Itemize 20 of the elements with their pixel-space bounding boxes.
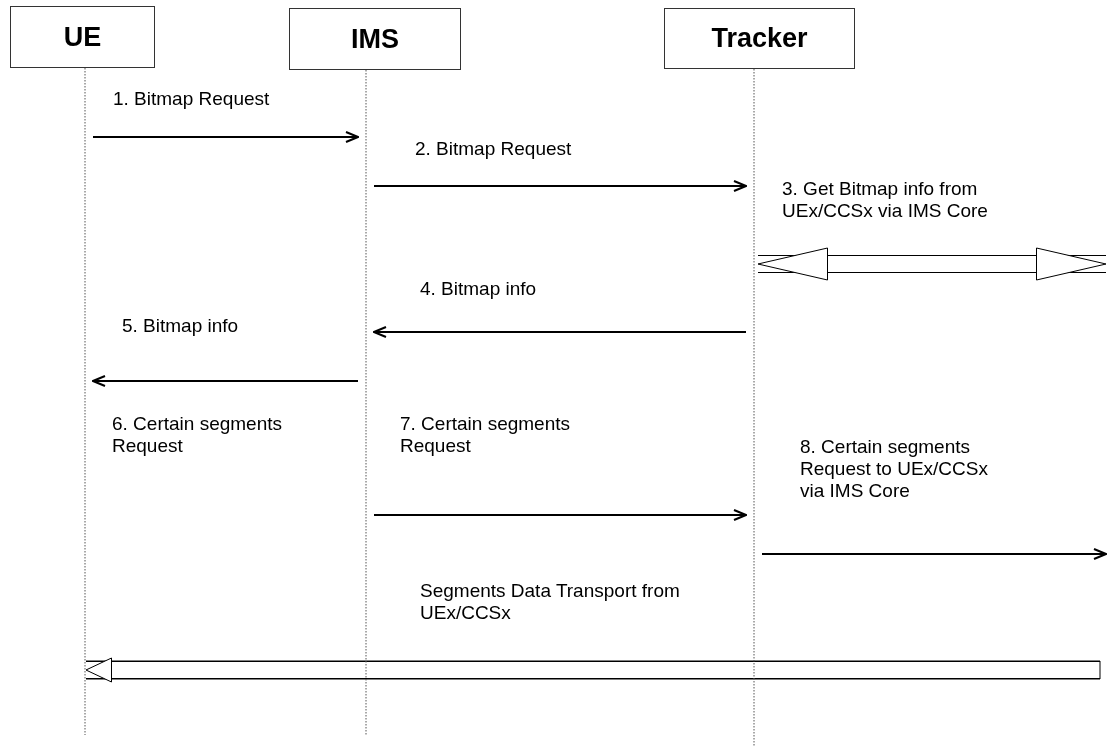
participant-name: UE: [63, 21, 102, 53]
message-label: 3. Get Bitmap info from UEx/CCSx via IMS Core: [782, 178, 989, 222]
message-label: 4. Bitmap info: [420, 278, 538, 300]
message-label: 6. Certain segments Request: [112, 413, 284, 457]
message-arrow: [92, 375, 359, 387]
message-arrow: [373, 509, 747, 521]
block-arrow: [85, 657, 1101, 683]
message-label: 5. Bitmap info: [122, 315, 240, 337]
message-label: 1. Bitmap Request: [113, 88, 271, 110]
message-label: 2. Bitmap Request: [415, 138, 573, 160]
participant-name: IMS: [351, 23, 399, 55]
message-arrow: [373, 180, 747, 192]
participant-name: Tracker: [711, 23, 808, 54]
message-label: Segments Data Transport from UEx/CCSx: [420, 580, 681, 624]
message-arrow: [373, 326, 747, 338]
message-label: 7. Certain segments Request: [400, 413, 572, 457]
message-label: 8. Certain segments Request to UEx/CCSx via IMS Core: [800, 436, 989, 502]
message-arrow: [92, 131, 359, 143]
double-block-arrow: [757, 247, 1107, 281]
message-arrow: [761, 548, 1107, 560]
